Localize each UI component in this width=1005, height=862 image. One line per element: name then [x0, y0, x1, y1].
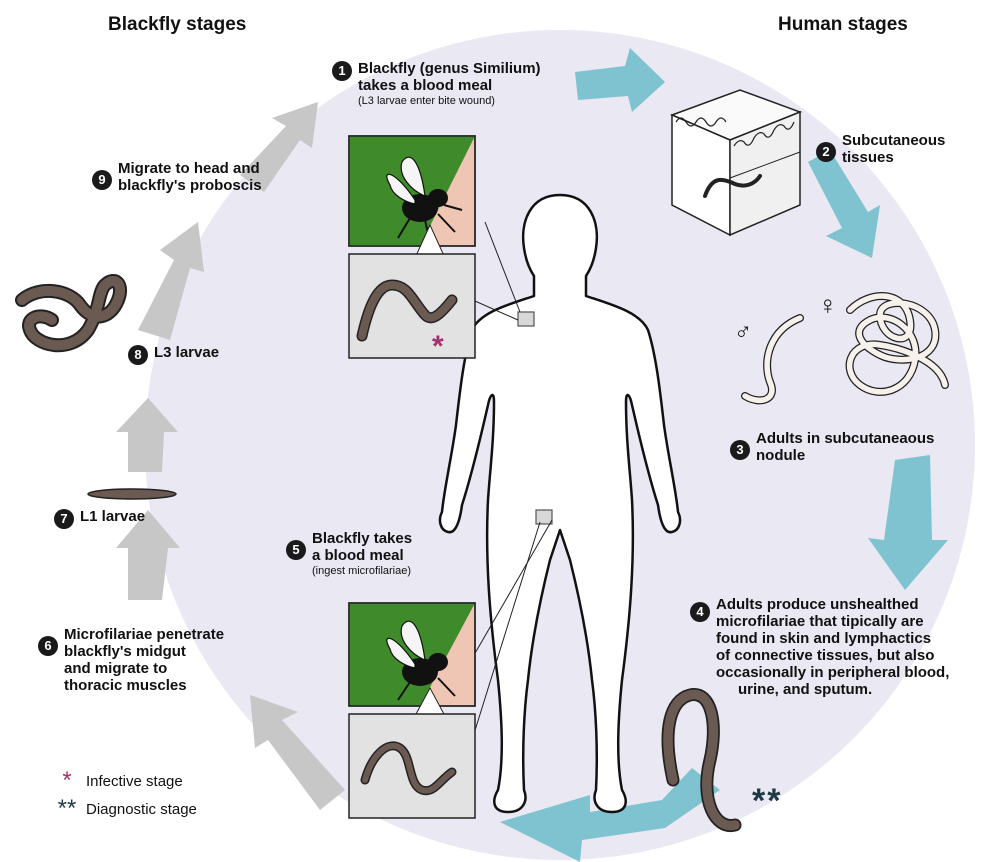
step-2-line-2: tissues [842, 149, 945, 166]
step-3: 3 Adults in subcutaneaous nodule [730, 430, 934, 464]
step-4-line-6: urine, and sputum. [716, 681, 949, 698]
step-7: 7 L1 larvae [54, 508, 145, 529]
step-4-line-1: Adults produce unshealthed [716, 596, 949, 613]
step-2-line-1: Subcutaneous [842, 132, 945, 149]
step-7-line-1: L1 larvae [80, 508, 145, 525]
fly-box-top [349, 136, 475, 258]
step-6-line-3: and migrate to [64, 660, 224, 677]
l3-larva-large [22, 281, 120, 345]
step-4-number: 4 [690, 602, 710, 622]
step-1-number: 1 [332, 61, 352, 81]
larva-box-top [349, 254, 475, 358]
step-5-note: (ingest microfilariae) [312, 564, 412, 578]
legend-infective-symbol: * [54, 772, 80, 790]
microfilaria-box-bottom [349, 714, 475, 818]
step-4-line-4: of connective tissues, but also [716, 647, 949, 664]
step-3-line-1: Adults in subcutaneaous [756, 430, 934, 447]
step-6: 6 Microfilariae penetrate blackfly's mid… [38, 626, 224, 694]
step-1: 1 Blackfly (genus Similium) takes a bloo… [332, 60, 541, 108]
step-4-line-3: found in skin and lymphactics [716, 630, 949, 647]
step-6-number: 6 [38, 636, 58, 656]
step-3-line-2: nodule [756, 447, 934, 464]
bite-site-chest [518, 312, 534, 326]
step-9-line-2: blackfly's proboscis [118, 177, 262, 194]
step-5-line-2: a blood meal [312, 547, 412, 564]
step-8-line-1: L3 larvae [154, 344, 219, 361]
legend-diagnostic-label: Diagnostic stage [86, 801, 197, 818]
legend-item-infective: * Infective stage [54, 772, 197, 790]
header-blackfly-stages: Blackfly stages [108, 14, 246, 36]
fly-box-bottom [349, 603, 475, 716]
step-4: 4 Adults produce unshealthed microfilari… [690, 596, 949, 698]
legend-item-diagnostic: ** Diagnostic stage [54, 800, 197, 818]
step-8: 8 L3 larvae [128, 344, 219, 365]
diagnostic-stage-marker: ** [752, 782, 782, 821]
female-symbol: ♀ [818, 290, 838, 321]
header-human-stages: Human stages [778, 14, 908, 36]
step-1-note: (L3 larvae enter bite wound) [358, 94, 541, 108]
step-6-line-2: blackfly's midgut [64, 643, 224, 660]
step-5-line-1: Blackfly takes [312, 530, 412, 547]
step-5: 5 Blackfly takes a blood meal (ingest mi… [286, 530, 412, 578]
step-9-number: 9 [92, 170, 112, 190]
step-2-number: 2 [816, 142, 836, 162]
skin-tissue-block [672, 90, 800, 235]
step-7-number: 7 [54, 509, 74, 529]
step-9-line-1: Migrate to head and [118, 160, 262, 177]
legend: * Infective stage ** Diagnostic stage [54, 772, 197, 818]
step-4-line-2: microfilariae that tipically are [716, 613, 949, 630]
legend-infective-label: Infective stage [86, 773, 183, 790]
step-2: 2 Subcutaneous tissues [816, 132, 945, 166]
male-symbol: ♂ [734, 318, 752, 346]
step-1-line-2: takes a blood meal [358, 77, 541, 94]
step-9: 9 Migrate to head and blackfly's probosc… [92, 160, 262, 194]
step-1-line-1: Blackfly (genus Similium) [358, 60, 541, 77]
l1-larva [88, 489, 176, 499]
legend-diagnostic-symbol: ** [54, 800, 80, 818]
infective-stage-marker: * [432, 330, 444, 364]
step-3-number: 3 [730, 440, 750, 460]
step-4-line-5: occasionally in peripheral blood, [716, 664, 949, 681]
step-6-line-1: Microfilariae penetrate [64, 626, 224, 643]
step-6-line-4: thoracic muscles [64, 677, 224, 694]
bite-site-thigh [536, 510, 552, 524]
step-8-number: 8 [128, 345, 148, 365]
step-5-number: 5 [286, 540, 306, 560]
